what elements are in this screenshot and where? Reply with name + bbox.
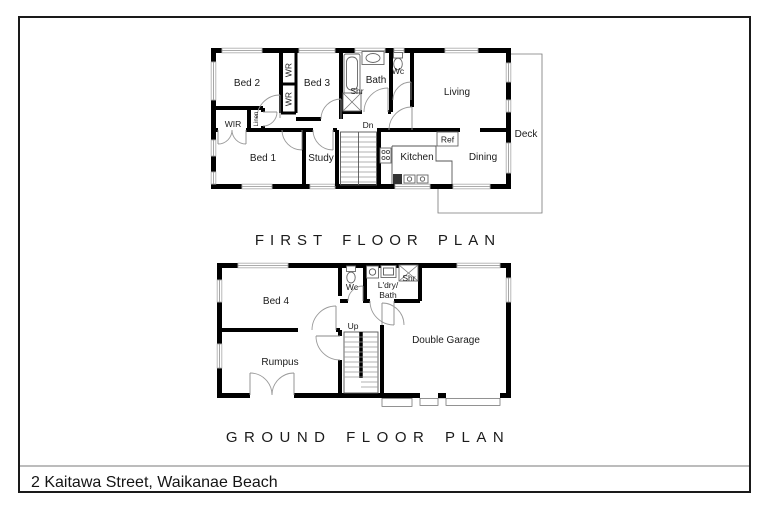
ground-floor-fixtures — [346, 264, 419, 284]
first-floor-interior-walls — [216, 52, 507, 186]
stairs-label-up: Up — [348, 321, 359, 331]
room-label-garage: Double Garage — [412, 335, 480, 346]
laundry-bench-icon — [380, 265, 397, 278]
room-label-bed3: Bed 3 — [304, 78, 331, 89]
first-floor-fixtures — [342, 51, 459, 184]
room-label-living: Living — [444, 87, 470, 98]
room-label-study: Study — [308, 153, 334, 164]
french-door-right — [271, 372, 295, 396]
garage-door-opening-1 — [420, 392, 438, 399]
room-label-rumpus: Rumpus — [261, 357, 298, 368]
shower-icon-ground — [398, 264, 419, 282]
room-label-deck: Deck — [515, 129, 539, 140]
room-label-wr-lower: WR — [284, 92, 294, 106]
french-door-left — [249, 372, 273, 396]
room-label-wir: WIR — [225, 119, 242, 129]
first-floor-labels: Bed 2 WR WR Bed 3 Shr Bath Wc Living WIR… — [225, 63, 539, 164]
garage-door-opening-2 — [446, 392, 500, 399]
first-floor-plan: Bed 2 WR WR Bed 3 Shr Bath Wc Living WIR… — [210, 47, 543, 249]
ground-floor-stairs — [343, 331, 379, 394]
room-label-shr-ground: Shr — [402, 273, 415, 283]
toilet-icon — [393, 52, 403, 71]
room-label-bed2: Bed 2 — [234, 78, 261, 89]
fridge-box — [436, 131, 459, 147]
first-floor-title: FIRST FLOOR PLAN — [255, 232, 501, 249]
room-label-linen: Linen — [254, 112, 260, 127]
ground-floor-plan: Bed 4 Wc L'dry/ Bath Shr Up Rumpus Doubl… — [216, 262, 512, 446]
room-label-wc-ground: Wc — [346, 282, 359, 292]
sink-icon — [403, 174, 429, 184]
room-label-bath: Bath — [366, 75, 387, 86]
room-label-wc: Wc — [392, 66, 405, 76]
oven-icon — [393, 174, 402, 184]
room-label-shr: Shr — [350, 86, 363, 96]
ground-floor-labels: Bed 4 Wc L'dry/ Bath Shr Up Rumpus Doubl… — [261, 273, 480, 368]
garage-door-panel-1 — [419, 397, 439, 406]
kitchen-counter — [379, 131, 459, 184]
page-border — [18, 16, 751, 493]
first-floor-doors — [217, 81, 413, 151]
first-floor-stairs — [340, 131, 377, 186]
vanity-icon — [361, 51, 385, 65]
room-label-bed4: Bed 4 — [263, 296, 290, 307]
hob-icon — [379, 147, 392, 164]
ground-floor-doors — [249, 285, 405, 396]
room-label-kitchen: Kitchen — [400, 152, 433, 163]
appliance-label-ref: Ref — [441, 135, 455, 145]
address-text: 2 Kaitawa Street, Waikanae Beach — [31, 474, 278, 491]
ground-floor-interior-walls — [219, 265, 422, 393]
room-label-bed1: Bed 1 — [250, 153, 277, 164]
garage-door-panel-2 — [445, 397, 501, 406]
room-label-ldry-line2: Bath — [379, 290, 397, 300]
shower-icon — [342, 92, 362, 112]
ground-floor-title: GROUND FLOOR PLAN — [226, 429, 510, 446]
entry-step — [381, 397, 413, 407]
toilet-icon-ground — [346, 265, 356, 284]
ground-floor-windows — [216, 262, 512, 369]
garage-door-post — [438, 393, 446, 399]
stairs-label-dn: Dn — [363, 120, 374, 130]
washer-icon — [366, 265, 379, 279]
room-label-dining: Dining — [469, 152, 497, 163]
deck-outline — [437, 53, 543, 214]
room-label-ldry-line1: L'dry/ — [378, 280, 399, 290]
first-floor-windows — [210, 47, 512, 190]
room-label-wr-upper: WR — [284, 63, 294, 77]
rumpus-door-opening — [250, 392, 294, 399]
